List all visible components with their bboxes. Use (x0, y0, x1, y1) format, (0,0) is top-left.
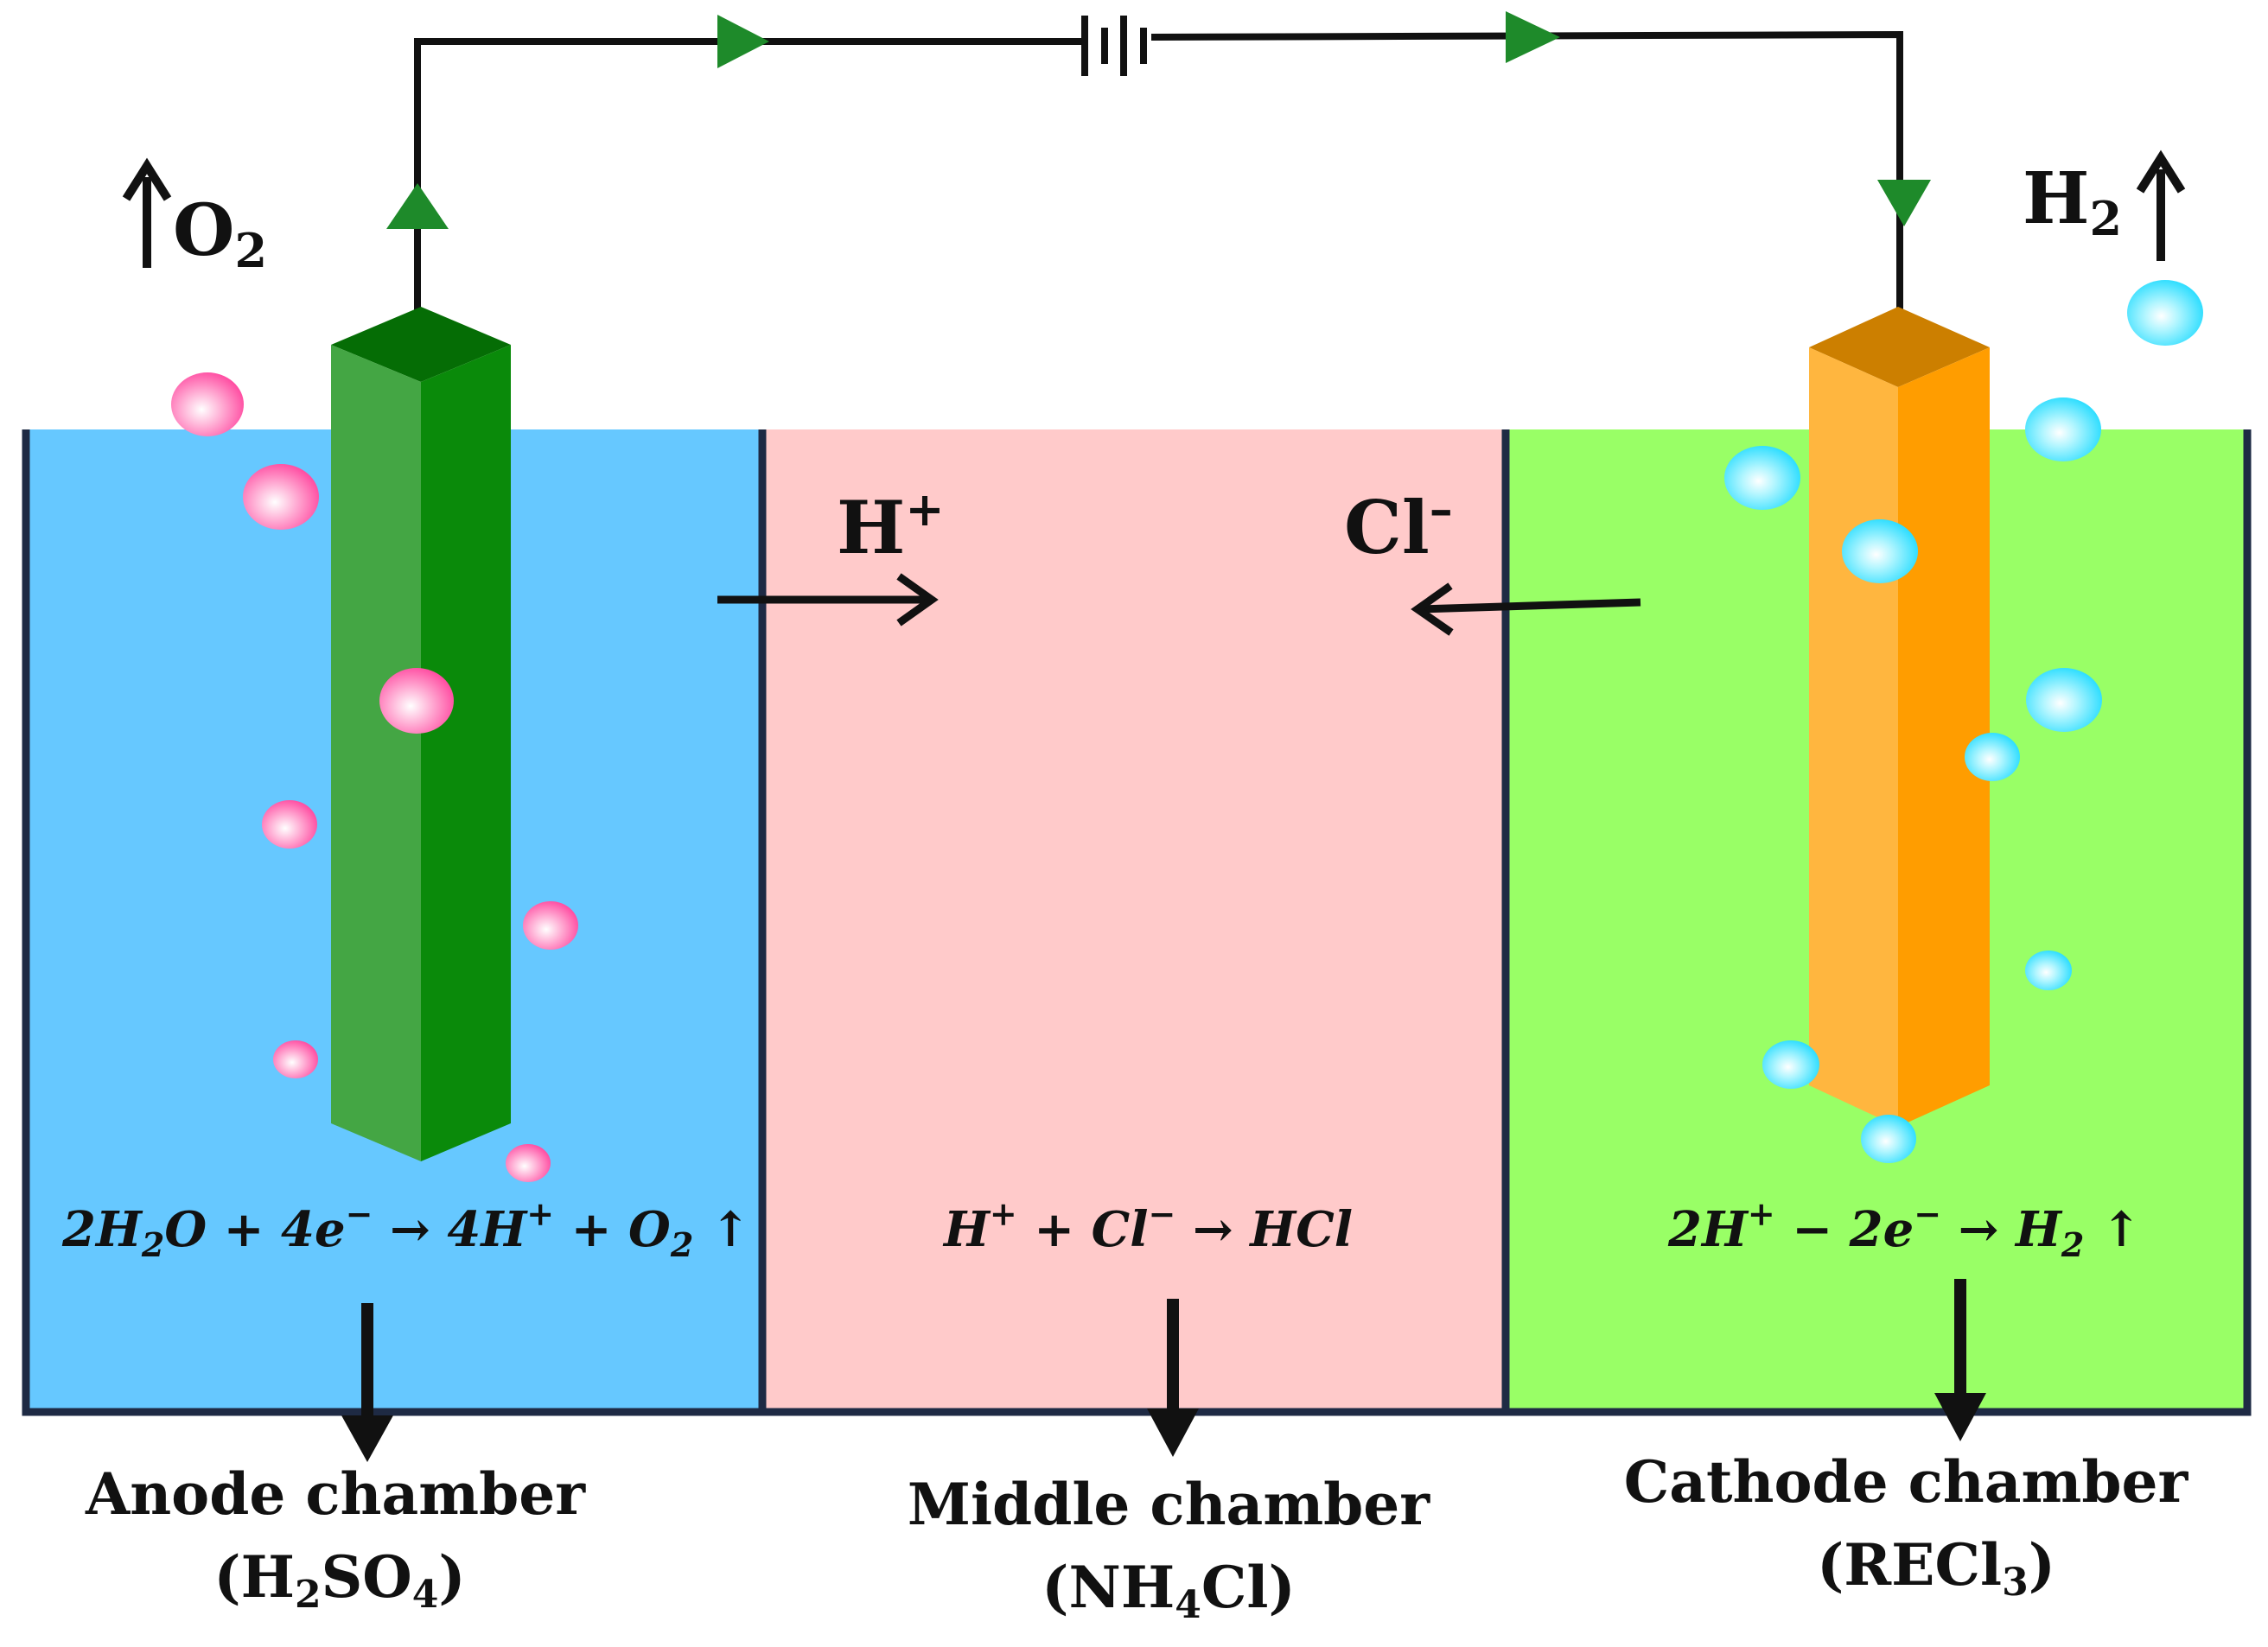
cathode-chamber-solution-label: (RECl3) (1817, 1531, 2055, 1605)
hydrogen-bubble (2026, 668, 2102, 732)
current-arrow-right-icon (1506, 11, 1560, 63)
hydrogen-bubble (1762, 1040, 1819, 1089)
hydrogen-gas-label: H2 (2023, 149, 2186, 261)
oxygen-bubble (243, 464, 319, 530)
oxygen-gas-label: O2 (122, 157, 267, 278)
chloride-charge: – (1430, 481, 1453, 537)
proton-symbol: H (837, 485, 905, 570)
oxygen-bubble (171, 372, 244, 436)
proton-charge: + (905, 481, 944, 537)
oxygen-symbol: O (173, 189, 234, 272)
cathode-electrode (1809, 307, 1990, 1127)
hydrogen-bubbles (1724, 280, 2203, 1163)
hydrogen-bubble (1861, 1115, 1916, 1163)
current-arrow-up-icon (386, 183, 449, 229)
oxygen-bubble (506, 1144, 551, 1182)
middle-output-arrow-icon (1147, 1299, 1199, 1457)
svg-text:Cl–: Cl– (1344, 481, 1453, 570)
chloride-arrow-icon (1419, 598, 1641, 614)
hydrogen-bubble (1842, 519, 1918, 583)
oxygen-subscript: 2 (234, 223, 267, 278)
tank-outline (22, 429, 2252, 1416)
current-arrow-right-icon (717, 15, 769, 68)
svg-text:H+: H+ (837, 481, 945, 570)
proton-migration: H+ (717, 481, 945, 626)
oxygen-bubble (273, 1040, 318, 1078)
hydrogen-symbol: H (2023, 157, 2089, 240)
hydrogen-bubble (1965, 733, 2020, 781)
oxygen-bubble (262, 800, 317, 849)
anode-equation: 2H2O + 4e− → 4H+ + O2 ↑ (61, 1194, 751, 1264)
middle-chamber-label: Middle chamber (908, 1471, 1430, 1538)
cathode-equation: 2H+ − 2e− → H2 ↑ (1667, 1194, 2142, 1264)
cathode-chamber-label: Cathode chamber (1624, 1448, 2189, 1516)
cathode-output-arrow-icon (1934, 1279, 1986, 1441)
svg-text:H2: H2 (2023, 157, 2122, 246)
middle-chamber-solution (762, 429, 1506, 1412)
circuit-wire-right (1150, 30, 1903, 313)
hydrogen-bubble (2127, 280, 2203, 346)
anode-chamber-solution-label: (H2SO4) (213, 1543, 465, 1617)
anode-chamber-label: Anode chamber (85, 1460, 586, 1528)
anode-output-arrow-icon (341, 1303, 393, 1462)
anode-electrode (331, 307, 511, 1161)
oxygen-bubble (523, 901, 578, 950)
hydrogen-bubble (1724, 446, 1800, 510)
hydrogen-bubble (2025, 951, 2072, 990)
oxygen-bubble (379, 668, 454, 734)
chloride-symbol: Cl (1344, 485, 1430, 570)
oxygen-bubbles (171, 372, 578, 1182)
hydrogen-bubble (2025, 397, 2101, 461)
current-arrow-down-icon (1877, 180, 1931, 226)
battery-icon (1081, 16, 1147, 76)
hydrogen-subscript: 2 (2089, 191, 2122, 246)
svg-text:O2: O2 (173, 189, 267, 278)
circuit-wire-left (414, 38, 1085, 313)
middle-chamber-solution-label: (NH4Cl) (1042, 1554, 1295, 1627)
middle-equation: H+ + Cl− → HCl (942, 1194, 1353, 1258)
chloride-migration: Cl– (1344, 481, 1641, 636)
